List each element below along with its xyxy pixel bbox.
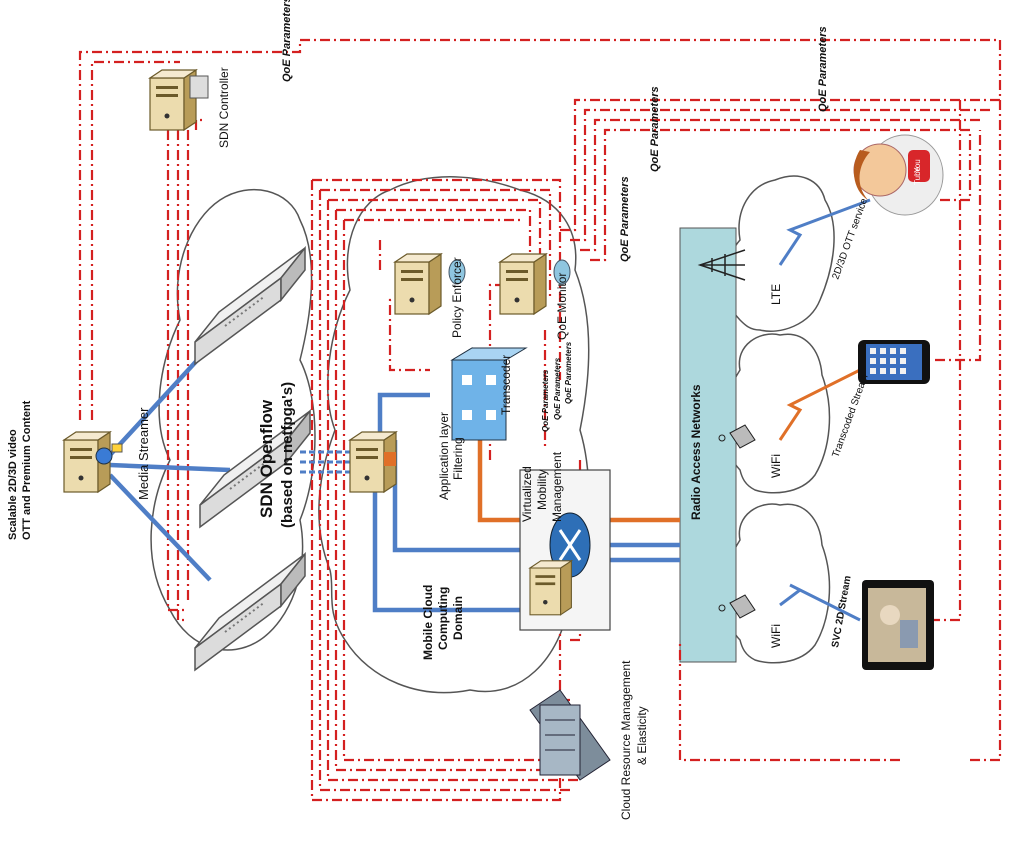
scalable-title-1: Scalable 2D/3D video xyxy=(7,429,19,540)
tablet-device xyxy=(862,580,934,670)
cloud-rm-label-2: & Elasticity xyxy=(635,706,649,765)
qoe-params-label-7: QoE Parameters xyxy=(564,341,573,404)
app-layer-label-2: Filtering xyxy=(451,437,465,480)
vmm-label-2: Mobility xyxy=(535,469,549,510)
qoe-params-label-3: QoE Parameters xyxy=(649,86,661,172)
sdn-openflow-label: SDN Openflow xyxy=(257,399,276,518)
youtube-logo-text-2: Tube xyxy=(913,166,922,184)
sdn-controller-server xyxy=(150,70,208,130)
svc-stream-label: SVC 2D Stream xyxy=(830,575,853,649)
sdn-openflow-sub-label: (based on netfpga's) xyxy=(279,382,296,528)
vmm-label-3: Management xyxy=(550,451,564,522)
transcoded-stream-label: Transcoded Stream xyxy=(830,373,870,459)
transcoder-label: Transcoder xyxy=(499,355,513,415)
mcc-label-1: Mobile Cloud xyxy=(421,585,435,660)
cloud-rm-label-1: Cloud Resource Management xyxy=(619,660,633,820)
scalable-title-2: OTT and Premium Content xyxy=(21,400,33,540)
mcc-label-2: Computing xyxy=(436,587,450,650)
wifi-label-1: WiFi xyxy=(769,454,783,478)
media-streamer-label: Media Streamer xyxy=(136,407,151,500)
app-layer-filter-server xyxy=(350,432,396,492)
lte-cloud xyxy=(726,176,834,331)
media-streamer-server xyxy=(64,432,122,492)
mobility-server xyxy=(530,561,571,615)
ott-service-label: 2D/3D OTT service xyxy=(830,197,870,281)
mcc-label-3: Domain xyxy=(451,596,465,640)
ran-label: Radio Access Networks xyxy=(689,384,703,520)
qoe-params-label-6: QoE Parameters xyxy=(553,357,562,420)
app-layer-label: Application layer xyxy=(437,412,451,500)
qoe-params-label-5: QoE Parameters xyxy=(541,369,550,432)
policy-enforcer-label: Policy Enforcer xyxy=(450,257,464,338)
qoe-params-label-4: QoE Parameters xyxy=(817,26,829,112)
vmm-label-1: Virtualized xyxy=(520,466,534,522)
qoe-params-label-1: QoE Parameters xyxy=(281,0,293,82)
lte-label: LTE xyxy=(769,284,783,305)
qoe-params-label-2: QoE Parameters xyxy=(619,176,631,262)
wifi-label-2: WiFi xyxy=(769,624,783,648)
sdn-controller-label: SDN Controller xyxy=(217,67,231,148)
cloud-resource-manager-device xyxy=(530,690,610,780)
qoe-monitor-label: QoE Monitor xyxy=(555,273,569,340)
